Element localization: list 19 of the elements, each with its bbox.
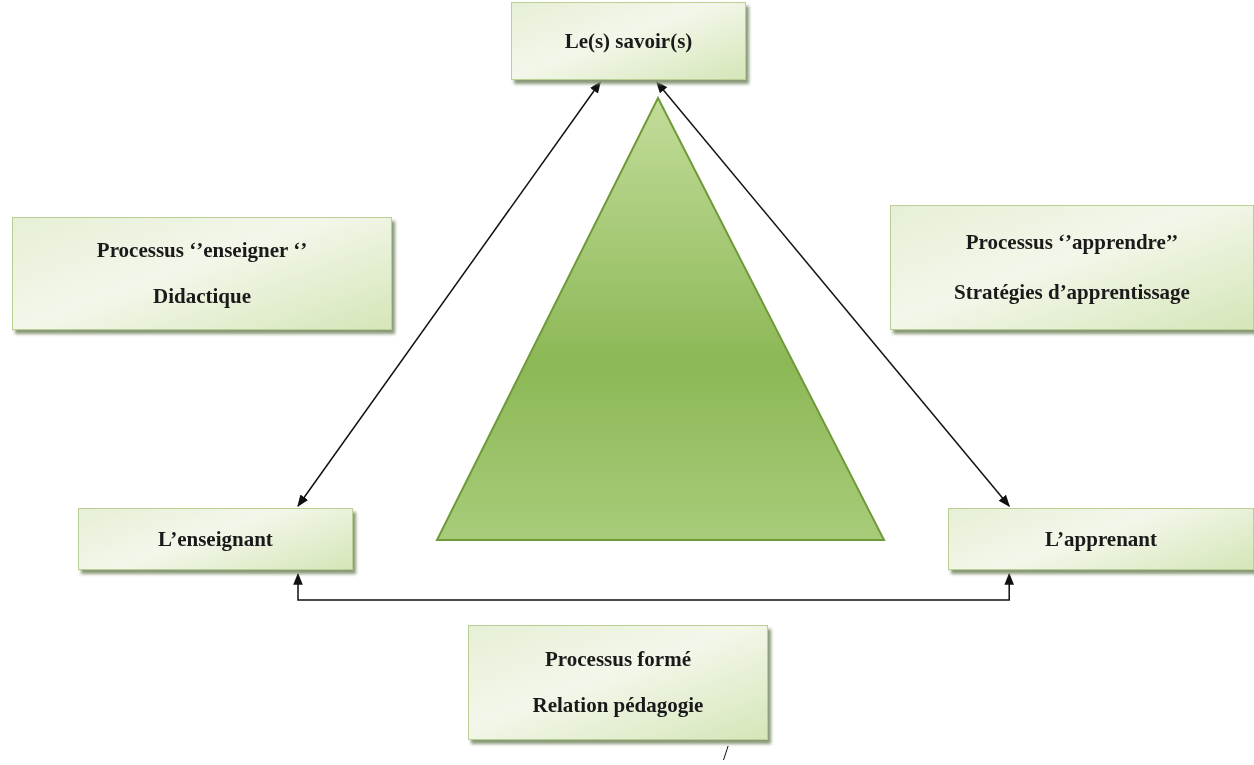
box-heading: Processus ‘’apprendre’’ xyxy=(965,230,1179,256)
double-arrow xyxy=(293,572,1014,601)
text-box xyxy=(78,508,353,570)
text-box xyxy=(468,625,768,740)
box-subheading: Stratégies d’apprentissage xyxy=(954,279,1190,305)
note-text: / xyxy=(723,742,729,765)
text-box xyxy=(511,2,746,80)
box-subheading: Relation pédagogie xyxy=(532,693,704,718)
box-heading: Le(s) savoir(s) xyxy=(564,28,693,54)
text-box xyxy=(12,217,392,330)
box-heading: Processus formé xyxy=(545,647,691,672)
box-heading: L’apprenant xyxy=(1044,526,1157,552)
box-subheading: Didactique xyxy=(153,283,251,309)
text-box xyxy=(948,508,1254,570)
box-heading: Processus ‘’enseigner ‘’ xyxy=(96,238,308,264)
double-arrow xyxy=(655,81,1010,507)
double-arrow xyxy=(297,81,602,507)
box-heading: L’enseignant xyxy=(158,526,273,552)
text-box xyxy=(890,205,1254,330)
